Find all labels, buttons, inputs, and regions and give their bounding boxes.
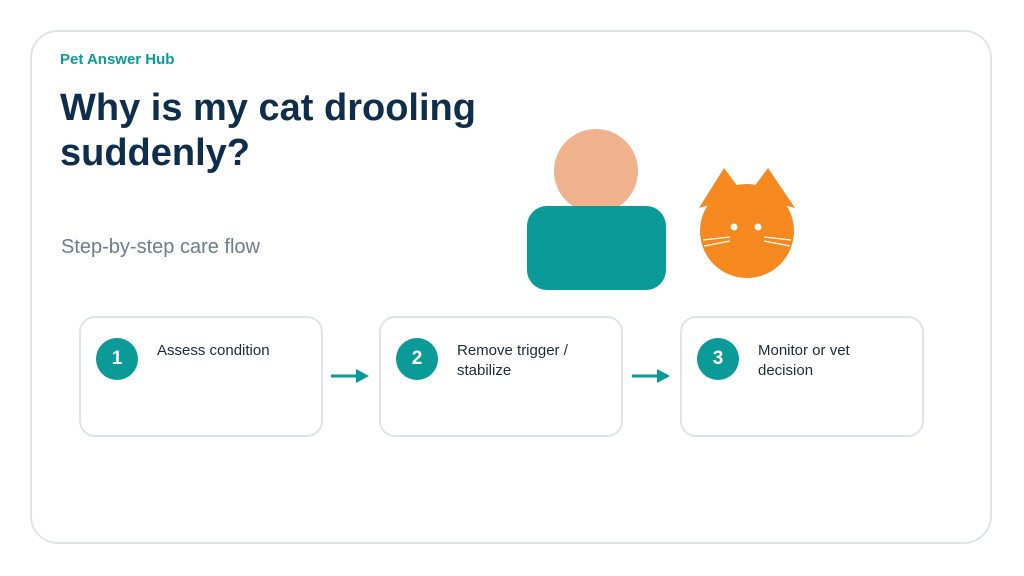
brand-label: Pet Answer Hub	[60, 51, 175, 68]
step-label: Monitor or vet decision	[758, 342, 850, 379]
page-title: Why is my cat drooling suddenly?	[60, 87, 476, 174]
step-number-badge: 3	[697, 338, 739, 380]
step-card-3: 3 Monitor or vet decision	[680, 316, 924, 437]
arrow-right-icon	[632, 369, 670, 383]
content-card	[30, 30, 992, 544]
step-number-badge: 1	[96, 338, 138, 380]
page-subtitle: Step-by-step care flow	[61, 236, 260, 258]
step-card-1: 1 Assess condition	[79, 316, 323, 437]
step-card-2: 2 Remove trigger / stabilize	[379, 316, 623, 437]
step-label: Assess condition	[157, 342, 270, 359]
step-number-badge: 2	[396, 338, 438, 380]
arrow-right-icon	[331, 369, 369, 383]
step-label: Remove trigger / stabilize	[457, 342, 568, 379]
